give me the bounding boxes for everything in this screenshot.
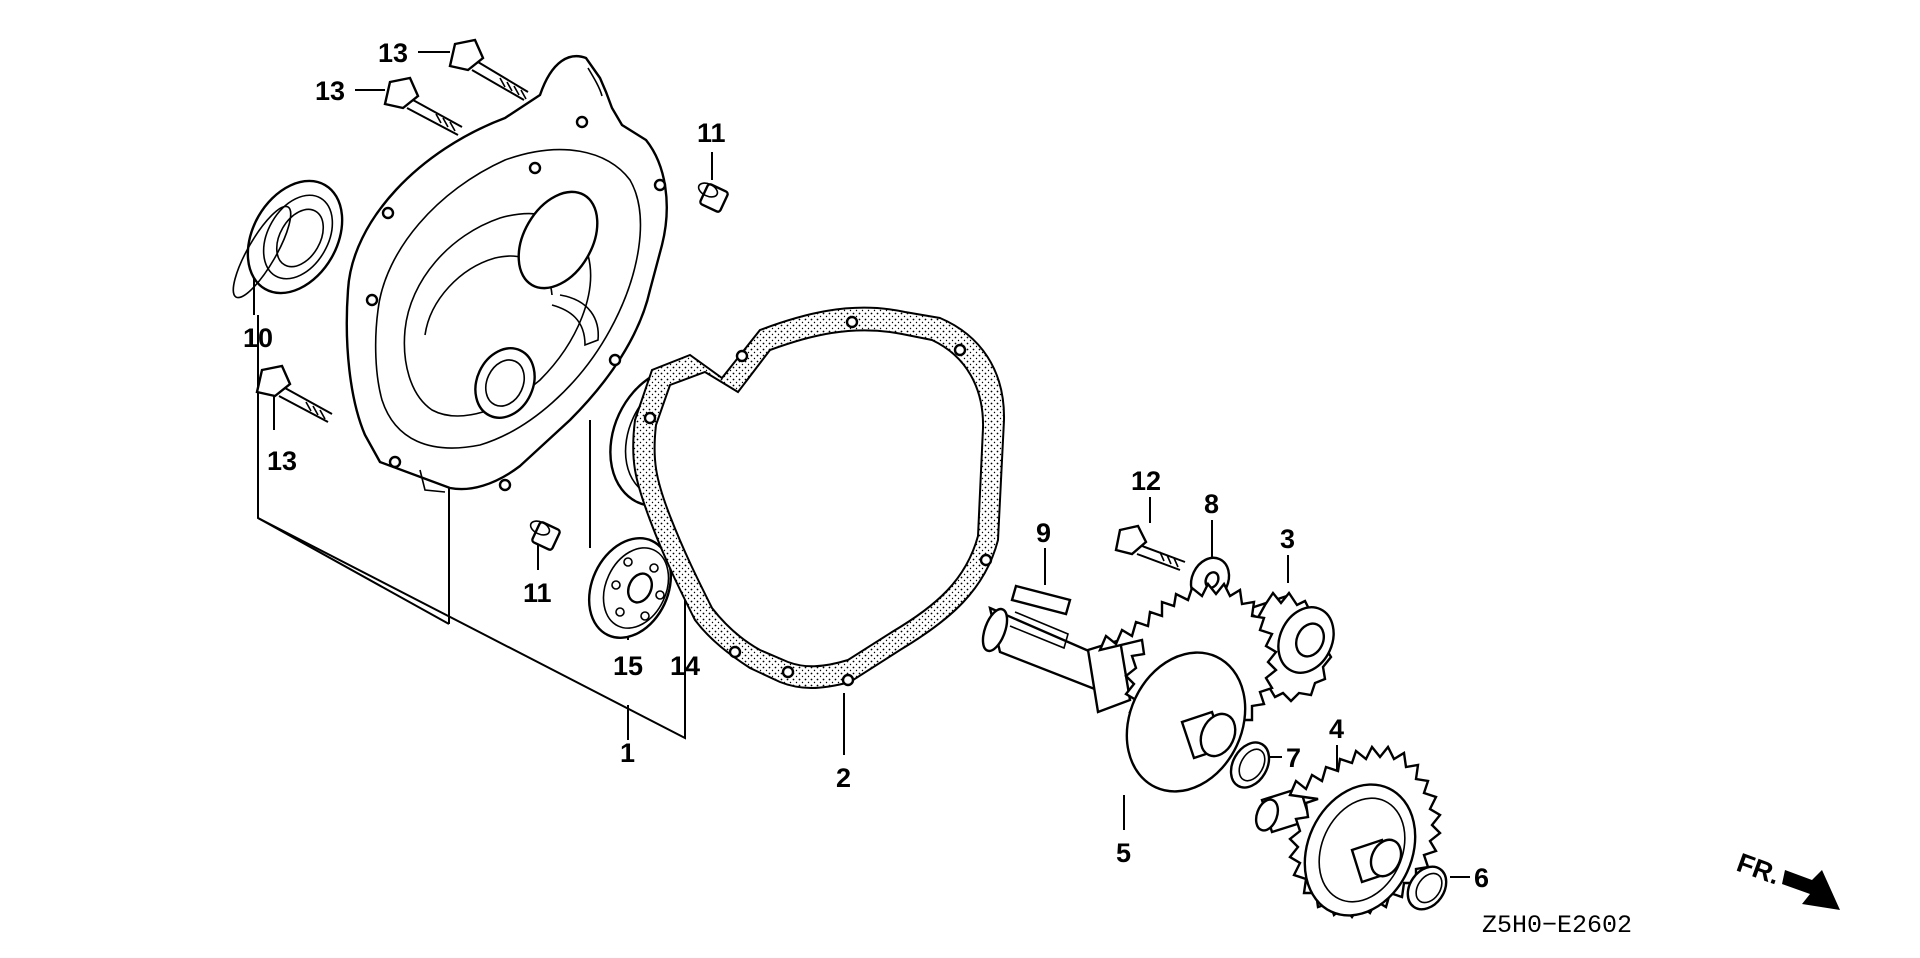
callout-4: 4 bbox=[1329, 714, 1344, 744]
direction-marker: FR. bbox=[1733, 847, 1784, 890]
callout-11-a: 11 bbox=[697, 118, 726, 148]
callout-13-b: 13 bbox=[315, 76, 345, 106]
flange-bolt-3[interactable] bbox=[255, 364, 333, 423]
callout-6: 6 bbox=[1474, 863, 1489, 893]
oil-seal[interactable] bbox=[224, 164, 361, 310]
callout-13-a: 13 bbox=[378, 38, 408, 68]
callout-15: 15 bbox=[613, 651, 643, 681]
callout-7: 7 bbox=[1286, 743, 1301, 773]
callout-5: 5 bbox=[1116, 838, 1131, 868]
flange-bolt-1[interactable] bbox=[448, 38, 529, 101]
callout-9: 9 bbox=[1036, 518, 1051, 548]
gear-case-cover[interactable] bbox=[345, 55, 668, 493]
bolt-12[interactable] bbox=[1114, 524, 1186, 571]
dowel-pin-1[interactable] bbox=[696, 180, 729, 213]
thrust-washer-6[interactable] bbox=[1400, 859, 1454, 916]
thrust-washer-7[interactable] bbox=[1223, 736, 1276, 795]
callout-3: 3 bbox=[1280, 524, 1295, 554]
drawing-code: Z5H0−E2602 bbox=[1482, 911, 1632, 940]
callout-10: 10 bbox=[243, 323, 273, 353]
callout-11-b: 11 bbox=[523, 578, 552, 608]
callout-1: 1 bbox=[620, 738, 635, 768]
front-arrow-icon bbox=[1782, 870, 1840, 910]
callout-12: 12 bbox=[1131, 466, 1161, 496]
callout-2: 2 bbox=[836, 763, 851, 793]
callout-8: 8 bbox=[1204, 489, 1219, 519]
callout-14: 14 bbox=[670, 651, 700, 681]
shaft-gear-5[interactable] bbox=[978, 581, 1278, 811]
gasket[interactable] bbox=[632, 306, 1006, 689]
driven-gear-4[interactable] bbox=[1252, 744, 1442, 934]
callout-13-c: 13 bbox=[267, 446, 297, 476]
woodruff-key[interactable] bbox=[1010, 584, 1072, 616]
ball-bearing-small[interactable] bbox=[574, 525, 687, 651]
dowel-pin-2[interactable] bbox=[528, 518, 561, 551]
flange-bolt-2[interactable] bbox=[383, 76, 463, 136]
